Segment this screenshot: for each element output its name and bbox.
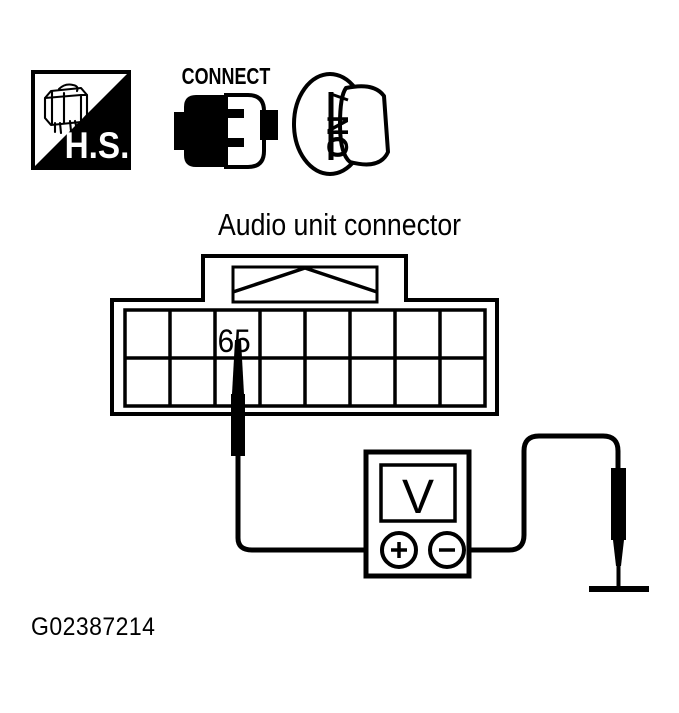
icon-row: H.S. H.S. CONNECT bbox=[0, 0, 679, 200]
hs-badge-label: H.S. bbox=[31, 170, 32, 171]
multimeter-value-text: V bbox=[0, 596, 1, 597]
svg-text:ON: ON bbox=[322, 115, 355, 158]
svg-text:H.S.: H.S. bbox=[65, 125, 130, 166]
connector-schematic: 65 V bbox=[0, 246, 679, 596]
negative-lead-wire bbox=[466, 433, 621, 553]
body-ground-symbol bbox=[589, 586, 649, 592]
multimeter-display-value: V bbox=[402, 471, 434, 524]
terminal-number-label: 65 bbox=[218, 323, 251, 359]
multimeter: V bbox=[363, 449, 472, 579]
page-title: Audio unit connector bbox=[217, 207, 462, 242]
connector-latch-peak bbox=[232, 266, 378, 294]
positive-probe bbox=[231, 340, 245, 456]
connector-terminal-grid bbox=[123, 308, 487, 408]
hs-badge-icon: H.S. H.S. bbox=[31, 70, 131, 170]
connect-badge-icon: CONNECT CONNECT bbox=[172, 62, 280, 172]
svg-text:CONNECT: CONNECT bbox=[182, 64, 271, 90]
probed-terminal-text: 65 bbox=[0, 596, 1, 597]
ignition-badge-label: ON bbox=[288, 182, 289, 183]
negative-probe bbox=[611, 468, 626, 588]
ignition-badge-icon: ON ON bbox=[288, 66, 398, 182]
connect-badge-label: CONNECT bbox=[172, 172, 173, 173]
multimeter-display bbox=[379, 463, 457, 523]
positive-lead-wire bbox=[235, 453, 369, 553]
figure-id-label: G02387214 bbox=[31, 613, 156, 641]
